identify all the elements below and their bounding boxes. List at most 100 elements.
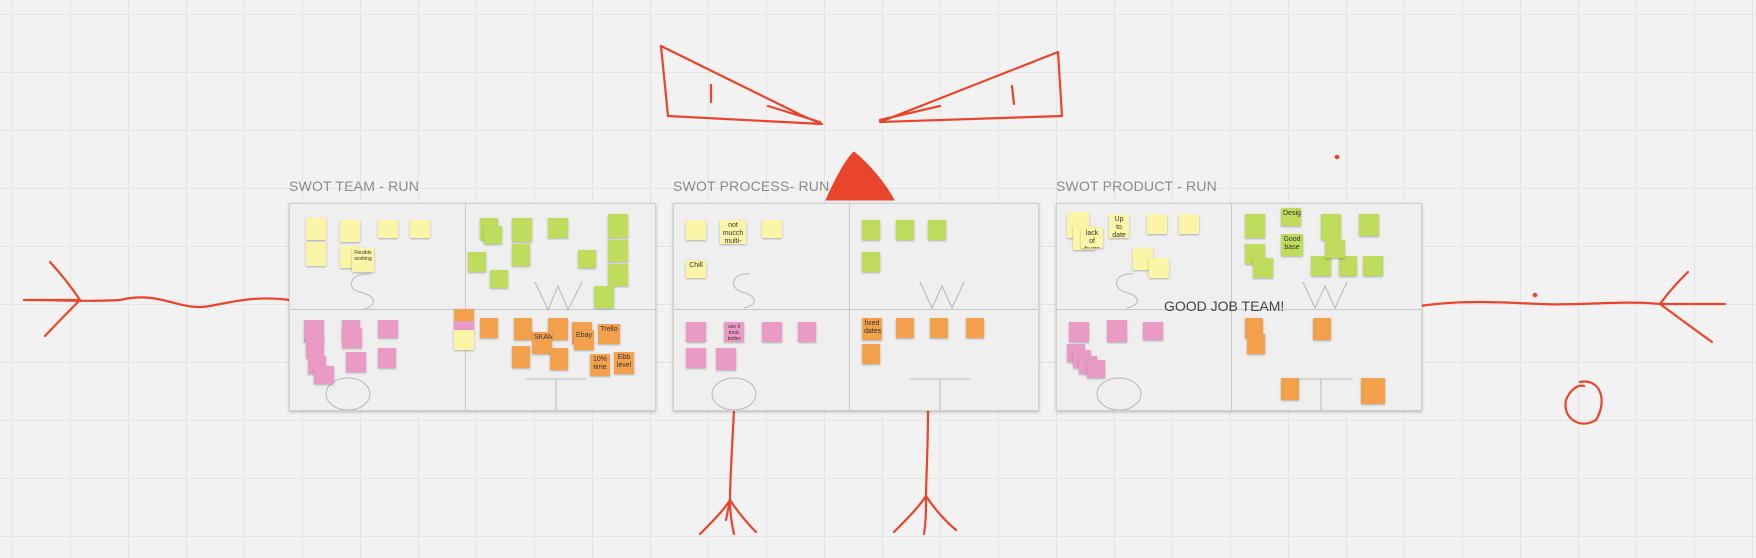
sticky-note[interactable] xyxy=(1087,360,1105,378)
sticky-note[interactable] xyxy=(454,321,474,331)
sticky-note[interactable] xyxy=(512,244,530,266)
sticky-note[interactable] xyxy=(346,352,366,372)
sticky-note[interactable] xyxy=(484,226,502,244)
left-arm-stroke[interactable] xyxy=(22,260,292,338)
sticky-note[interactable] xyxy=(1313,318,1331,340)
sticky-note[interactable] xyxy=(1253,258,1273,278)
sticky-note[interactable] xyxy=(550,348,568,370)
divider-vertical xyxy=(1231,204,1232,410)
sticky-note[interactable] xyxy=(378,348,396,368)
sticky-note[interactable]: Up to date xyxy=(1109,214,1129,238)
sticky-note[interactable] xyxy=(928,220,946,240)
sticky-note[interactable] xyxy=(514,318,532,340)
left-leg-stroke[interactable] xyxy=(698,408,758,536)
sticky-note[interactable] xyxy=(1143,322,1163,340)
sticky-note[interactable] xyxy=(1149,258,1169,278)
sticky-note[interactable] xyxy=(862,252,880,272)
frame-swot-product[interactable]: Up to date lack of bugs Design Good base xyxy=(1056,203,1422,411)
sticky-note[interactable] xyxy=(1133,248,1153,270)
sticky-note[interactable] xyxy=(1359,214,1379,236)
sticky-note[interactable] xyxy=(686,348,706,368)
sticky-note[interactable] xyxy=(1245,318,1263,338)
sticky-note[interactable] xyxy=(1361,378,1385,404)
sticky-note[interactable] xyxy=(716,348,736,370)
sticky-note[interactable] xyxy=(1245,214,1265,238)
sticky-note[interactable] xyxy=(306,338,324,358)
sticky-note[interactable]: Flexible working xyxy=(352,248,374,272)
sticky-note[interactable] xyxy=(304,320,324,342)
sticky-note[interactable] xyxy=(798,322,816,342)
sticky-note[interactable] xyxy=(686,322,706,342)
right-arm-stroke[interactable] xyxy=(1418,270,1727,344)
sticky-note[interactable]: Chill xyxy=(686,260,706,278)
divider-vertical xyxy=(465,204,466,410)
sticky-note[interactable]: 10% time xyxy=(590,354,610,376)
sticky-note[interactable] xyxy=(966,318,984,338)
frame-title-swot-product: SWOT PRODUCT - RUN xyxy=(1056,178,1217,194)
small-circle-stroke[interactable] xyxy=(1564,380,1603,425)
sticky-note[interactable] xyxy=(454,309,474,323)
sticky-note[interactable] xyxy=(608,264,628,286)
sticky-note[interactable] xyxy=(896,318,914,338)
sticky-note[interactable] xyxy=(1311,256,1331,276)
sticky-note[interactable] xyxy=(378,220,398,238)
nose-triangle-shape[interactable] xyxy=(825,151,895,201)
sticky-note[interactable] xyxy=(862,344,880,364)
sticky-note[interactable] xyxy=(512,346,530,368)
sticky-note[interactable] xyxy=(862,220,880,240)
left-eyebrow-stroke[interactable] xyxy=(659,44,824,126)
sticky-note[interactable]: lack of bugs xyxy=(1081,228,1103,248)
sticky-note[interactable] xyxy=(454,330,474,350)
sticky-note[interactable]: Ebay xyxy=(574,330,594,350)
sticky-note[interactable] xyxy=(1247,334,1265,354)
sticky-note[interactable]: use it tools better xyxy=(724,322,744,342)
sticky-note[interactable] xyxy=(608,240,628,262)
right-eyebrow-stroke[interactable] xyxy=(878,50,1064,124)
quadrant-letters xyxy=(325,273,586,410)
sticky-note[interactable] xyxy=(548,318,568,340)
sticky-note[interactable] xyxy=(1339,256,1357,276)
frame-swot-process[interactable]: not mucch multi-tasking Chill use it too… xyxy=(673,203,1039,411)
sticky-note[interactable] xyxy=(1147,214,1167,234)
sticky-note[interactable] xyxy=(314,366,334,384)
sticky-note[interactable] xyxy=(1179,214,1199,234)
frame-title-swot-process: SWOT PROCESS- RUN xyxy=(673,178,830,194)
sticky-note[interactable] xyxy=(306,218,326,240)
sticky-note[interactable] xyxy=(342,328,362,348)
frame-title-swot-team: SWOT TEAM - RUN xyxy=(289,178,420,194)
sticky-note[interactable]: Design xyxy=(1281,208,1301,226)
sticky-note[interactable] xyxy=(930,318,948,338)
sticky-note[interactable] xyxy=(340,220,360,242)
sticky-note[interactable] xyxy=(1325,240,1345,258)
sticky-note[interactable] xyxy=(762,220,782,238)
sticky-note[interactable]: Ebb level xyxy=(614,352,634,374)
sticky-note[interactable] xyxy=(594,286,614,308)
sticky-note[interactable] xyxy=(480,318,498,338)
sticky-note[interactable]: fixed dates xyxy=(862,318,882,340)
sticky-note[interactable] xyxy=(410,220,430,238)
sticky-note[interactable]: SKAM xyxy=(532,332,552,354)
sticky-note[interactable] xyxy=(1363,256,1383,276)
frame-swot-team[interactable]: Flexible working SKAM Ebay Trello 10% ti… xyxy=(289,203,656,411)
sticky-note[interactable] xyxy=(686,220,706,240)
sticky-note[interactable] xyxy=(896,220,914,240)
right-leg-stroke[interactable] xyxy=(892,408,958,536)
sticky-note[interactable] xyxy=(1321,214,1341,240)
canvas-text-good-job[interactable]: GOOD JOB TEAM! xyxy=(1164,298,1285,314)
sticky-note[interactable] xyxy=(578,250,596,268)
sticky-note[interactable] xyxy=(608,214,628,238)
sticky-note[interactable]: Good base xyxy=(1281,234,1303,256)
sticky-note[interactable] xyxy=(378,320,398,338)
sticky-note[interactable] xyxy=(762,322,782,342)
sticky-note[interactable] xyxy=(1069,322,1089,342)
sticky-note[interactable]: Trello xyxy=(598,324,620,344)
sticky-note[interactable] xyxy=(468,252,486,272)
sticky-note[interactable]: not mucch multi-tasking xyxy=(720,220,746,244)
sticky-note[interactable] xyxy=(490,270,508,288)
sticky-note[interactable] xyxy=(1107,320,1127,342)
sticky-note[interactable] xyxy=(306,242,326,266)
sticky-note[interactable] xyxy=(512,218,532,242)
sticky-note[interactable] xyxy=(548,218,568,238)
sticky-note[interactable] xyxy=(1281,378,1299,400)
